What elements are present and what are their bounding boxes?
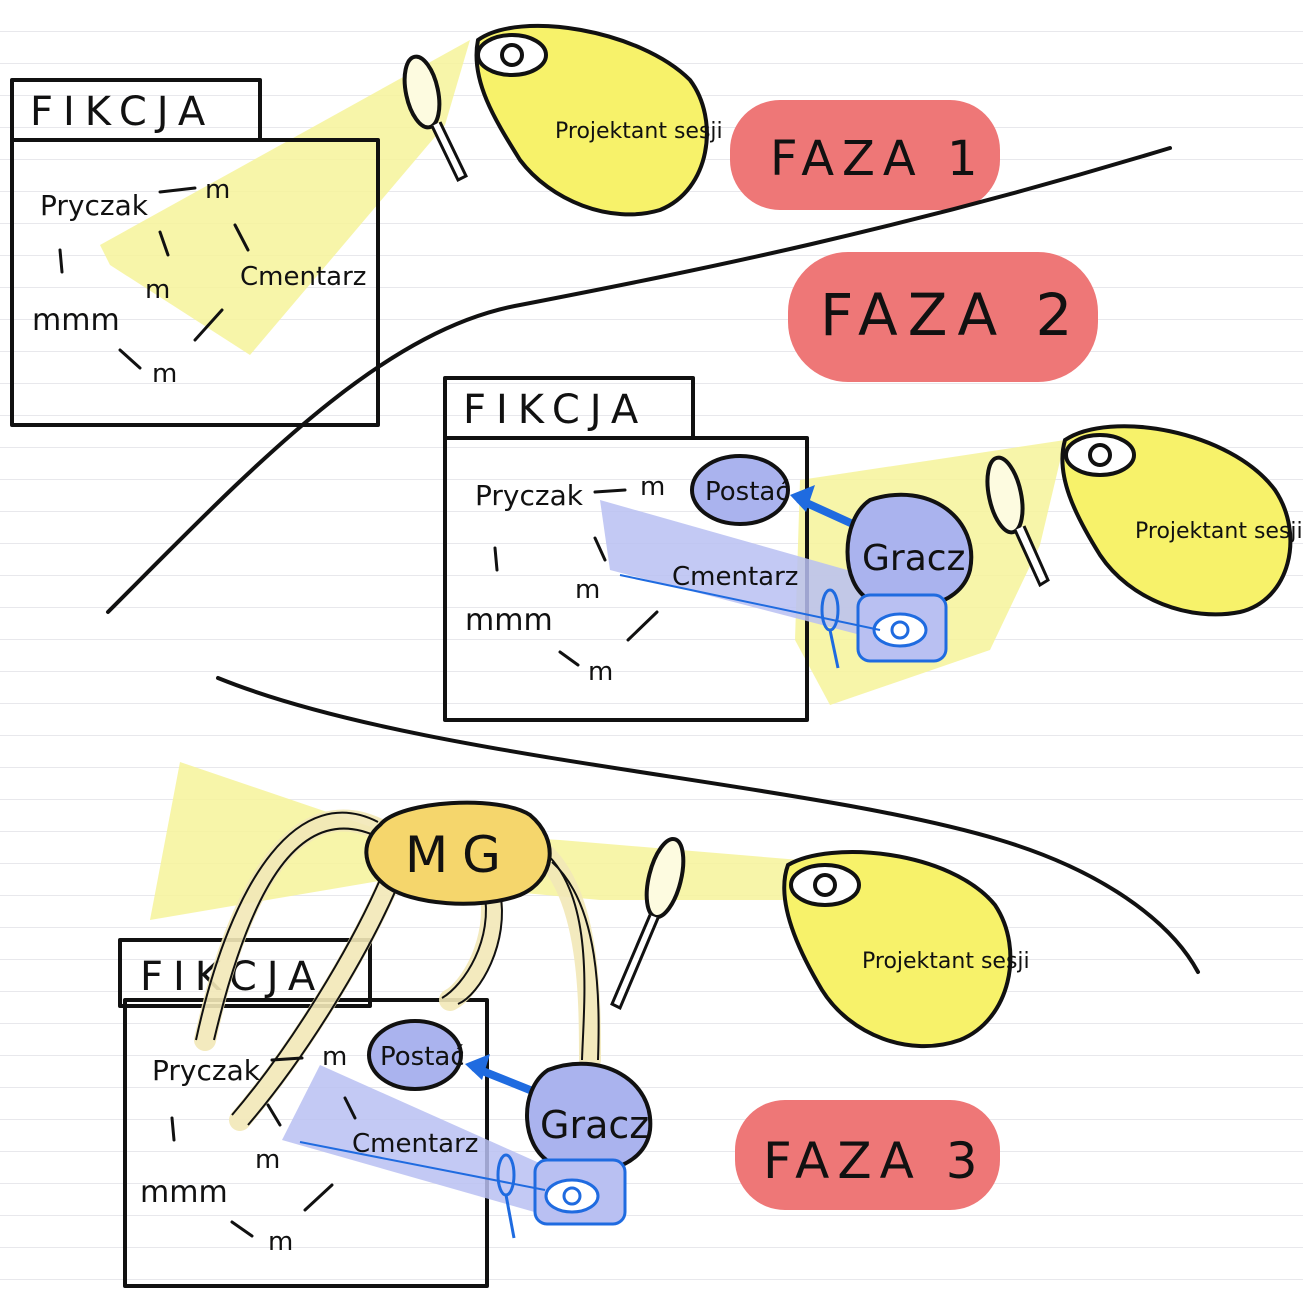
gm-tendril-outlines bbox=[195, 811, 600, 1126]
designer-label-1: Projektant sesji bbox=[555, 119, 723, 144]
character-blob-3 bbox=[367, 1019, 463, 1091]
node-cmentarz-1: Cmentarz bbox=[240, 262, 366, 292]
edges-2 bbox=[493, 488, 659, 667]
node-pryczak-1: Pryczak bbox=[40, 189, 149, 222]
node-m2-1: m bbox=[145, 275, 170, 305]
node-m3-1: m bbox=[152, 359, 177, 389]
node-m1-1: m bbox=[205, 175, 230, 205]
gm-blob bbox=[364, 800, 552, 906]
eye-icon-1 bbox=[476, 33, 548, 77]
magnifier-icon-2 bbox=[985, 455, 1050, 588]
player-label-2: Gracz bbox=[862, 538, 965, 579]
node-mmm-3: mmm bbox=[140, 1175, 228, 1210]
character-label-3: Postać bbox=[380, 1042, 465, 1072]
magnifier-icon-3 bbox=[610, 836, 686, 1011]
node-m1-2: m bbox=[640, 472, 665, 502]
designer-label-2: Projektant sesji bbox=[1135, 519, 1303, 544]
phase-label-1: FAZA 1 bbox=[770, 131, 986, 187]
arrowhead-icon-2 bbox=[790, 485, 815, 512]
edges-3 bbox=[170, 1056, 357, 1238]
phase-badge-2 bbox=[788, 252, 1098, 382]
node-pryczak-3: Pryczak bbox=[152, 1054, 261, 1087]
node-mmm-2: mmm bbox=[465, 603, 553, 638]
edges-1 bbox=[58, 186, 250, 370]
gm-tendrils bbox=[194, 809, 601, 1131]
phase-badge-3 bbox=[735, 1100, 1000, 1210]
player-magnifier-icon-2 bbox=[820, 588, 840, 669]
designer-label-3: Projektant sesji bbox=[862, 949, 1030, 974]
player-sightline-2 bbox=[619, 574, 881, 631]
node-mmm-1: mmm bbox=[32, 303, 120, 338]
fiction-title-1: FIKCJA bbox=[30, 89, 215, 135]
eye-icon-2 bbox=[1064, 433, 1136, 477]
node-m3-3: m bbox=[268, 1227, 293, 1257]
phase-label-2: FAZA 2 bbox=[820, 281, 1082, 349]
designer-beam-1 bbox=[100, 40, 470, 355]
divider-1 bbox=[106, 146, 1172, 614]
player-eye-icon-2 bbox=[872, 612, 928, 648]
phase-2: FAZA 2 FIKCJA Pryczak m Cmentarz m mmm m… bbox=[443, 252, 1303, 722]
divider-2 bbox=[216, 676, 1200, 974]
character-label-2: Postać bbox=[705, 477, 790, 507]
arrowhead-icon-3 bbox=[465, 1054, 490, 1080]
node-pryczak-2: Pryczak bbox=[475, 479, 584, 512]
node-cmentarz-2: Cmentarz bbox=[672, 562, 798, 592]
node-m1-3: m bbox=[322, 1042, 347, 1072]
player-magnifier-icon-3 bbox=[496, 1153, 516, 1239]
phase-badge-1 bbox=[730, 100, 1000, 210]
phase-1: FIKCJA Pryczak m Cmentarz m mmm m Projek… bbox=[10, 23, 1000, 427]
node-m3-2: m bbox=[588, 657, 613, 687]
fiction-title-2: FIKCJA bbox=[463, 387, 648, 433]
designer-blob-1 bbox=[474, 23, 709, 217]
player-beam-2 bbox=[600, 500, 900, 640]
phase-label-3: FAZA 3 bbox=[763, 1132, 986, 1190]
player-eye-icon-3 bbox=[544, 1178, 600, 1214]
node-m2-3: m bbox=[255, 1145, 280, 1175]
gm-label: MG bbox=[405, 826, 515, 884]
player-beam-3 bbox=[282, 1065, 555, 1215]
node-m2-2: m bbox=[575, 575, 600, 605]
player-sightline-3 bbox=[299, 1141, 546, 1191]
eye-icon-3 bbox=[789, 863, 861, 907]
phase-3: FIKCJA MG Pryczak m Cmentarz m mm bbox=[118, 762, 1030, 1288]
magnifier-icon-1 bbox=[402, 54, 468, 183]
node-cmentarz-3: Cmentarz bbox=[352, 1129, 478, 1159]
arrow-2 bbox=[796, 496, 859, 529]
character-blob-2 bbox=[690, 454, 790, 526]
fiction-box-1 bbox=[10, 138, 380, 427]
player-label-3: Gracz bbox=[540, 1103, 649, 1147]
